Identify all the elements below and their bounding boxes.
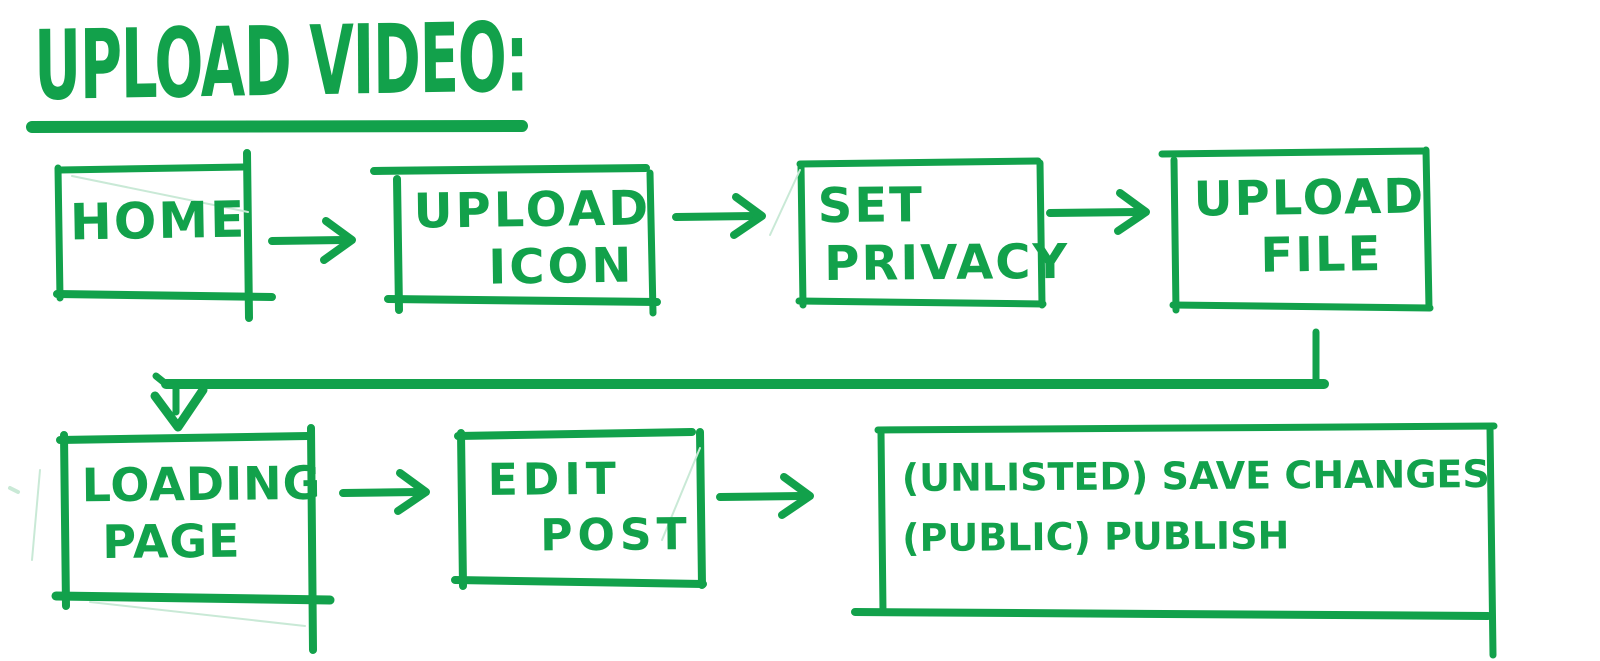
flow-node-home: HOME bbox=[70, 190, 247, 251]
sketch-stray-line bbox=[89, 601, 306, 627]
node-label-line: PAGE bbox=[102, 513, 241, 570]
arrow-loading-page-to-edit-post bbox=[339, 469, 430, 515]
upload-file-box bbox=[1158, 146, 1434, 314]
flow-node-edit-post: EDIT POST bbox=[488, 451, 692, 565]
flow-node-final-actions: (UNLISTED) SAVE CHANGES (PUBLIC) PUBLISH bbox=[902, 444, 1491, 568]
sketch-stray-line bbox=[661, 447, 701, 541]
node-label-line: POST bbox=[540, 509, 692, 562]
node-label-line: LOADING bbox=[81, 455, 322, 513]
node-label-line: (PUBLIC) PUBLISH bbox=[902, 513, 1290, 561]
home-box bbox=[53, 149, 276, 322]
node-label-line: ICON bbox=[488, 237, 635, 296]
connector-upload-file-to-loading-page bbox=[150, 328, 1329, 432]
sketch-stray-dash bbox=[8, 486, 20, 494]
page-title: UPLOAD VIDEO: bbox=[34, 1, 528, 122]
node-label-line: UPLOAD bbox=[413, 180, 652, 240]
node-label-line: HOME bbox=[69, 190, 247, 252]
final-actions-box bbox=[851, 422, 1498, 659]
node-label-line: FILE bbox=[1260, 225, 1383, 284]
flow-node-loading-page: LOADING PAGE bbox=[81, 455, 322, 572]
sketch-stray-line bbox=[31, 469, 41, 561]
node-label-line: PRIVACY bbox=[824, 233, 1070, 293]
arrow-upload-icon-to-set-privacy bbox=[672, 193, 766, 239]
flow-node-upload-icon: UPLOAD ICON bbox=[413, 180, 652, 297]
down-arrowhead bbox=[150, 385, 208, 432]
node-label-line: (UNLISTED) SAVE CHANGES bbox=[901, 451, 1490, 501]
upload-icon-box bbox=[370, 164, 661, 317]
sketch-stray-line bbox=[71, 175, 249, 213]
edit-post-box bbox=[451, 428, 707, 590]
node-label-line: SET bbox=[817, 177, 925, 235]
flow-node-set-privacy: SET PRIVACY bbox=[817, 175, 1070, 293]
arrow-edit-post-to-final-actions bbox=[716, 473, 814, 519]
node-label-line: EDIT bbox=[487, 453, 621, 506]
set-privacy-box bbox=[769, 157, 1047, 309]
arrow-set-privacy-to-upload-file bbox=[1046, 189, 1150, 235]
title-underline bbox=[26, 120, 528, 133]
node-label-line: UPLOAD bbox=[1193, 168, 1426, 228]
flow-node-upload-file: UPLOAD FILE bbox=[1193, 168, 1426, 285]
loading-page-box bbox=[8, 424, 335, 654]
arrow-home-to-upload-icon bbox=[268, 217, 356, 264]
sketch-stray-line bbox=[769, 169, 801, 236]
